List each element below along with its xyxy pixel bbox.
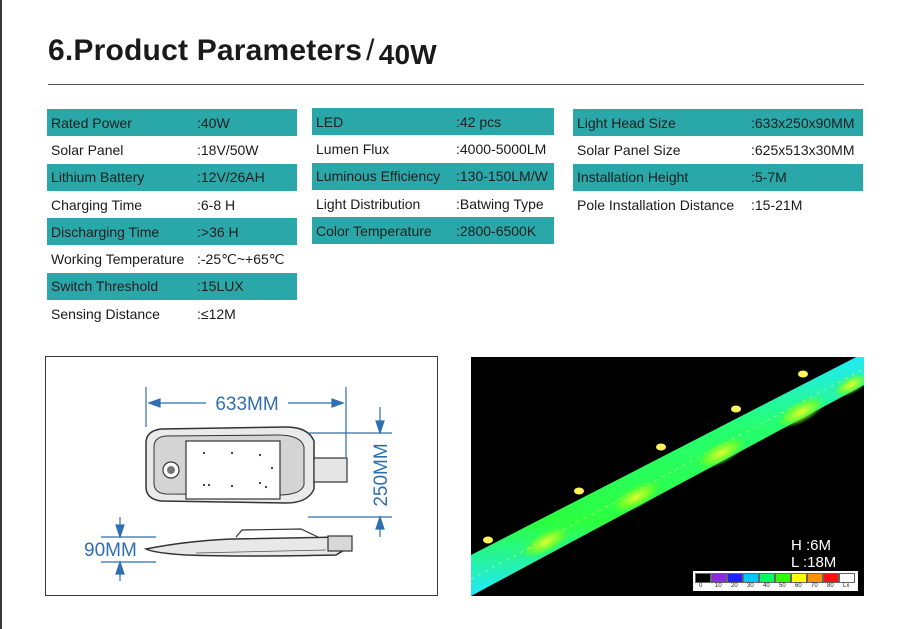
param-row: Lithium Battery :12V/26AH <box>47 163 297 191</box>
scale-swatch <box>807 573 823 583</box>
title-slash: / <box>366 34 375 67</box>
illuminance-road-render <box>471 357 864 596</box>
param-label: Color Temperature <box>316 222 432 239</box>
param-value: :>36 H <box>197 223 239 240</box>
param-row: Luminous Efficiency :130-150LM/W <box>312 162 554 190</box>
param-row: Solar Panel Size :625x513x30MM <box>573 136 863 163</box>
page-title: 6.Product Parameters/40W <box>48 34 437 70</box>
param-row: Light Distribution :Batwing Type <box>312 190 554 217</box>
illuminance-color-scale: 0 10 20 30 40 50 60 70 80 Lx <box>693 571 858 591</box>
lamp-markers <box>483 370 808 544</box>
param-value: :15LUX <box>197 278 244 295</box>
scale-swatch <box>695 573 711 583</box>
title-main: 6.Product Parameters <box>48 34 363 67</box>
scale-tick-label: 70 <box>811 583 818 589</box>
param-row: Rated Power :40W <box>47 109 297 137</box>
param-value: :5-7M <box>751 169 787 186</box>
param-value: :15-21M <box>751 196 803 213</box>
height-dimension-label: 90MM <box>84 540 137 561</box>
mounting-height-label: H :6M <box>791 537 832 554</box>
illuminance-simulation: H :6M L :18M 0 10 20 30 40 50 60 70 80 Lx <box>471 357 864 596</box>
param-label: LED <box>316 113 344 130</box>
param-row: LED :42 pcs <box>312 108 554 136</box>
param-value: :18V/50W <box>197 141 259 158</box>
param-row: Lumen Flux :4000-5000LM <box>312 135 554 162</box>
param-label: Working Temperature <box>51 251 185 268</box>
scale-swatch <box>743 573 759 583</box>
dimension-drawing: 633MM 250MM 90MM <box>84 387 392 581</box>
param-label: Installation Height <box>577 169 689 186</box>
title-wattage: 40W <box>378 39 437 70</box>
scale-swatch <box>711 573 727 583</box>
param-row: Installation Height :5-7M <box>573 163 863 191</box>
param-row: Switch Threshold :15LUX <box>47 272 297 301</box>
param-row: Pole Installation Distance :15-21M <box>573 191 863 218</box>
scale-tick-label: 40 <box>763 583 770 589</box>
param-value: :2800-6500K <box>456 222 537 239</box>
param-label: Light Head Size <box>577 114 676 131</box>
param-row: Working Temperature :-25℃~+65℃ <box>47 245 297 272</box>
scale-tick-label: 80 <box>827 583 834 589</box>
page-left-border <box>0 0 2 629</box>
param-value: :-25℃~+65℃ <box>197 250 285 267</box>
param-row: Sensing Distance :≤12M <box>47 300 297 327</box>
param-value: :40W <box>197 114 230 131</box>
param-label: Light Distribution <box>316 195 421 212</box>
param-row: Solar Panel :18V/50W <box>47 136 297 163</box>
scale-tick-label: 60 <box>795 583 802 589</box>
light-hotspots <box>520 372 864 559</box>
param-label: Charging Time <box>51 196 143 213</box>
param-label: Switch Threshold <box>51 278 159 295</box>
scale-swatch <box>823 573 839 583</box>
param-label: Solar Panel <box>51 141 124 158</box>
param-value: :633x250x90MM <box>751 114 855 131</box>
params-table-electrical: Rated Power :40W Solar Panel :18V/50W Lithiu… <box>47 109 297 327</box>
title-divider <box>48 84 864 85</box>
param-row: Light Head Size :633x250x90MM <box>573 109 863 137</box>
scale-tick-label: 20 <box>731 583 738 589</box>
param-label: Discharging Time <box>51 223 160 240</box>
dimension-drawing-panel: 633MM 250MM 90MM <box>45 356 438 596</box>
scale-tick-label: 50 <box>779 583 786 589</box>
param-label: Lithium Battery <box>51 169 145 186</box>
param-label: Rated Power <box>51 114 132 131</box>
road-length-label: L :18M <box>791 554 837 571</box>
param-label: Luminous Efficiency <box>316 168 441 185</box>
scale-tick-label: Lx <box>843 583 850 589</box>
param-label: Solar Panel Size <box>577 141 681 158</box>
param-value: :625x513x30MM <box>751 141 855 158</box>
lamp-side-view <box>143 528 353 557</box>
param-value: :≤12M <box>197 305 236 322</box>
param-value: :42 pcs <box>456 113 502 130</box>
param-value: :130-150LM/W <box>456 168 548 185</box>
scale-tick-label: 30 <box>747 583 754 589</box>
param-value: :Batwing Type <box>456 195 544 212</box>
param-label: Sensing Distance <box>51 305 160 322</box>
scale-swatch <box>791 573 807 583</box>
param-value: :12V/26AH <box>197 169 265 186</box>
scale-swatch <box>775 573 791 583</box>
scale-swatch <box>839 573 855 583</box>
length-dimension-label: 633MM <box>215 394 278 415</box>
param-row: Charging Time :6-8 H <box>47 191 297 218</box>
param-value: :4000-5000LM <box>456 140 547 157</box>
param-row: Color Temperature :2800-6500K <box>312 217 554 245</box>
param-label: Lumen Flux <box>316 140 390 157</box>
lamp-top-view <box>145 426 348 504</box>
param-row: Discharging Time :>36 H <box>47 218 297 246</box>
width-dimension-label: 250MM <box>371 443 392 506</box>
params-table-installation: Light Head Size :633x250x90MM Solar Panel … <box>573 109 863 218</box>
scale-swatch <box>759 573 775 583</box>
scale-swatch <box>727 573 743 583</box>
dimension-lines <box>101 387 392 581</box>
param-label: Pole Installation Distance <box>577 196 735 213</box>
param-value: :6-8 H <box>197 196 236 213</box>
scale-tick-label: 0 <box>699 583 703 589</box>
scale-tick-label: 10 <box>715 583 722 589</box>
